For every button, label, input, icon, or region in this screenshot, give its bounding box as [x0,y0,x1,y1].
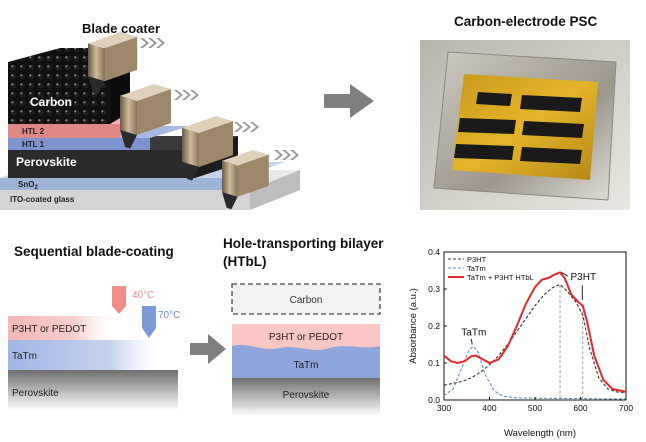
legend-entry: P3HT [467,255,487,264]
temp-hot-label: 40°C [132,290,154,301]
annotation-p3ht-arrow-1 [561,271,568,277]
seq-p3ht-label: P3HT or PEDOT [12,324,86,335]
bilayer-title-line2: (HTbL) [223,254,267,269]
x-tick-label: 500 [528,403,542,413]
photo-title: Carbon-electrode PSC [454,14,598,29]
bilayer-p3ht-label: P3HT or PEDOT [269,332,343,343]
bilayer-title-line1: Hole-transporting bilayer [223,236,384,251]
bilayer-diagram: Carbon P3HT or PEDOT TaTm Perovskite [231,283,381,416]
y-tick-label: 0.2 [428,321,440,331]
ito-label: ITO-coated glass [10,195,75,204]
x-tick-label: 300 [437,403,451,413]
temp-cool-label: 70°C [158,310,180,321]
layer-stack-illustration: Blade coater Carbon HTL 2 HTL 1 Perovski… [0,21,300,210]
annotation-tatm-arrow [470,338,473,345]
y-axis-label: Absorbance (a.u.) [408,288,419,364]
htl2-label: HTL 2 [22,127,45,136]
x-tick-label: 700 [619,403,633,413]
annotation-tatm: TaTm [461,327,486,338]
y-tick-label: 0.1 [428,358,440,368]
series-line-2 [443,271,627,393]
sequential-coating-diagram: 40°C 70°C P3HT or PEDOT TaTm Perovskite [8,286,180,410]
legend-entry: TaTm + P3HT HTbL [467,273,534,282]
seq-perovskite-label: Perovskite [12,388,59,399]
x-axis-label: Wavelength (nm) [504,428,576,439]
sequential-title: Sequential blade-coating [14,244,174,259]
right-arrow-icon-2 [190,334,226,364]
annotation-p3ht: P3HT [570,272,596,283]
blade-coater-label: Blade coater [82,21,160,36]
perovskite-label: Perovskite [16,155,77,169]
htl1-label: HTL 1 [22,140,45,149]
x-tick-label: 400 [482,403,496,413]
y-tick-label: 0.0 [428,395,440,405]
device-photo [420,40,630,210]
bilayer-perovskite-label: Perovskite [283,390,330,401]
y-tick-label: 0.3 [428,284,440,294]
carbon-label: Carbon [30,95,72,109]
bilayer-carbon-label: Carbon [290,295,323,306]
seq-tatm-label: TaTm [12,351,37,362]
series-line-0 [443,283,627,394]
series-line-1 [443,345,626,400]
y-tick-label: 0.4 [428,247,440,257]
sno2-label: SnO2 [18,180,38,191]
x-tick-label: 600 [573,403,587,413]
legend-entry: TaTm [467,264,486,273]
absorbance-chart: 300 400 500 600 700 0.0 0.1 0.2 0.3 0.4 Wavelengt… [408,247,633,439]
bilayer-tatm-label: TaTm [294,360,319,371]
right-arrow-icon [324,84,374,118]
